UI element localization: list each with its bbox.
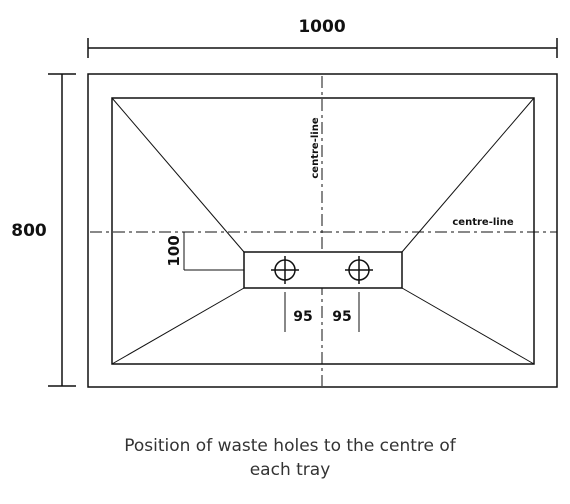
caption-line-2: each tray: [249, 460, 331, 480]
hole-spacing-dimension: [284, 292, 360, 332]
waste-channel: [243, 251, 403, 289]
offset-label: 100: [165, 235, 183, 266]
horizontal-centre-line-label: centre-line: [452, 217, 513, 228]
offset-dimension: [183, 232, 244, 271]
width-dimension: [87, 38, 558, 58]
caption-line-1: Position of waste holes to the centre of: [124, 436, 456, 456]
slope-lines: [111, 97, 535, 365]
width-label: 1000: [298, 17, 345, 37]
tray-outer-edge: [87, 73, 558, 388]
vertical-centre-line-label: centre-line: [310, 117, 321, 178]
left-spacing-label: 95: [293, 309, 312, 325]
height-dimension: [48, 73, 76, 387]
waste-hole-left: [271, 256, 299, 284]
right-spacing-label: 95: [332, 309, 351, 325]
height-label: 800: [11, 221, 47, 241]
tray-inner-basin: [111, 97, 535, 365]
diagram-caption: Position of waste holes to the centre of…: [60, 434, 520, 482]
centre-lines: [90, 76, 557, 386]
waste-hole-right: [345, 256, 373, 284]
